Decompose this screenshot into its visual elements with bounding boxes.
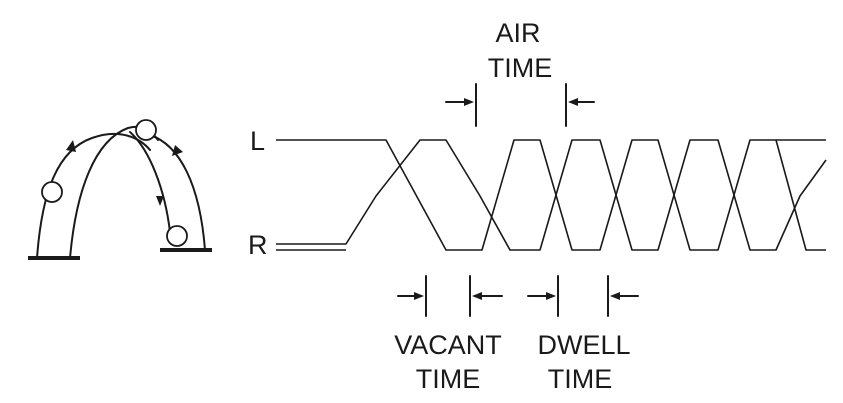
inner-arc-right	[129, 131, 171, 233]
vacant-time-label-line1: VACANT	[394, 330, 502, 360]
dwell-time-marker	[527, 275, 639, 317]
arrowhead-icon	[66, 140, 76, 152]
dwell-time-label-line1: DWELL	[537, 330, 630, 360]
vacant-time-label-line2: TIME	[416, 364, 481, 394]
dimension-arrow-icon	[610, 292, 620, 300]
ball-icon	[135, 119, 157, 141]
juggling-pattern-icon	[28, 119, 212, 260]
left-hand-waveform	[276, 139, 826, 251]
outer-arc-left	[36, 133, 151, 259]
dwell-time-label-line2: TIME	[548, 364, 613, 394]
left-hand-label: L	[250, 126, 265, 156]
dimension-arrow-icon	[546, 292, 556, 300]
vacant-time-marker	[397, 275, 503, 317]
air-time-label-line2: TIME	[488, 53, 553, 83]
inner-arc-left	[69, 125, 159, 259]
outer-arc-right	[149, 134, 206, 251]
air-time-label-line1: AIR	[495, 18, 540, 48]
dimension-arrow-icon	[472, 292, 482, 300]
timing-waveforms	[276, 139, 827, 251]
air-time-marker	[445, 83, 595, 127]
dimension-arrow-icon	[414, 292, 424, 300]
dimension-arrow-icon	[568, 98, 578, 106]
arrowhead-icon	[172, 145, 183, 156]
dimension-arrow-icon	[464, 98, 474, 106]
right-hand-label: R	[248, 230, 268, 260]
arrowhead-icon	[156, 196, 164, 206]
ball-icon	[166, 225, 188, 247]
ball-icon	[41, 181, 63, 203]
right-hand-waveform	[276, 139, 827, 251]
